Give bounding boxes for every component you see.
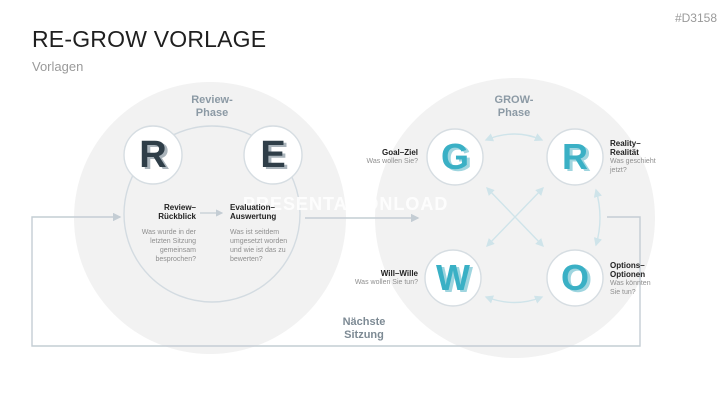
reality-desc-line: Was geschieht: [610, 158, 656, 165]
grow-phase-label-line1: GROW-: [494, 94, 534, 106]
review-phase-label: Review- Phase: [180, 94, 244, 120]
next-session-label: Nächste Sitzung: [322, 316, 406, 342]
evaluation-title-line2: Auswertung: [230, 212, 277, 221]
letter-circle-r-reality: R R: [546, 128, 604, 186]
will-label: Will–Wille Was wollen Sie tun?: [320, 269, 418, 287]
options-desc-line: Was könnten: [610, 280, 651, 287]
evaluation-desc-line: bewerten?: [230, 256, 263, 263]
goal-title: Goal–Ziel: [381, 148, 418, 157]
svg-text:W: W: [436, 257, 470, 298]
review-desc-line: gemeinsam: [159, 247, 196, 254]
watermark-text: PRESENTATIONLOAD: [243, 194, 449, 214]
svg-text:G: G: [444, 138, 472, 179]
options-will-arrow: [484, 295, 544, 304]
evaluation-title-line1: Evaluation–: [230, 203, 275, 212]
next-session-loop-line: [31, 212, 641, 347]
review-description: Was wurde in der letzten Sitzung gemeins…: [120, 228, 196, 264]
review-phase-label-line1: Review-: [191, 94, 233, 106]
review-cycle-ring: [123, 125, 301, 303]
grow-phase-label: GROW- Phase: [482, 94, 546, 120]
review-desc-line: Was wurde in der: [141, 229, 196, 236]
evaluation-title: Evaluation– Auswertung: [230, 203, 310, 221]
review-phase-label-line2: Phase: [195, 107, 229, 119]
reality-will-diagonal-arrow: [486, 186, 544, 248]
svg-text:W: W: [439, 259, 473, 300]
next-session-line2: Sitzung: [344, 329, 384, 341]
will-desc-line: Was wollen Sie tun?: [354, 279, 418, 286]
evaluation-desc-line: und wie ist das zu: [230, 247, 286, 254]
svg-text:G: G: [441, 136, 469, 177]
letter-circle-o-options: O O: [546, 249, 604, 307]
svg-text:R: R: [139, 134, 166, 176]
svg-text:E: E: [260, 134, 285, 176]
review-title-line1: Review–: [163, 203, 196, 212]
grow-phase-label-line2: Phase: [497, 107, 531, 119]
reality-title-line2: Realität: [610, 148, 639, 157]
options-title-line1: Options–: [610, 261, 645, 270]
letter-circle-r-review: R R: [123, 125, 183, 185]
next-session-line1: Nächste: [342, 316, 386, 328]
reality-options-arrow: [593, 188, 603, 247]
svg-text:E: E: [263, 136, 288, 178]
svg-text:R: R: [562, 136, 588, 177]
letter-circle-w-will: W W: [424, 249, 482, 307]
goal-reality-arrow: [484, 133, 544, 142]
goal-desc-line: Was wollen Sie?: [366, 158, 419, 165]
svg-text:R: R: [565, 138, 591, 179]
letter-circle-g-goal: G G: [426, 128, 484, 186]
options-label: Options– Optionen Was könnten Sie tun?: [610, 261, 690, 297]
letter-circle-e-evaluation: E E: [243, 125, 303, 185]
svg-text:O: O: [561, 257, 589, 298]
options-title-line2: Optionen: [610, 270, 646, 279]
review-desc-line: letzten Sitzung: [150, 238, 196, 245]
reality-title-line1: Reality–: [610, 139, 641, 148]
evaluation-desc-line: Was ist seitdem: [230, 229, 280, 236]
svg-text:O: O: [564, 259, 592, 300]
review-title: Review– Rückblick: [120, 203, 196, 221]
goal-label: Goal–Ziel Was wollen Sie?: [330, 148, 419, 166]
reality-label: Reality– Realität Was geschieht jetzt?: [610, 139, 690, 175]
options-desc-line: Sie tun?: [610, 289, 636, 296]
page-title: RE-GROW VORLAGE: [32, 26, 267, 52]
review-desc-line: besprochen?: [155, 256, 196, 263]
evaluation-description: Was ist seitdem umgesetzt worden und wie…: [230, 228, 310, 264]
review-title-line2: Rückblick: [158, 212, 196, 221]
reality-desc-line: jetzt?: [610, 167, 627, 174]
page-subtitle: Vorlagen: [32, 59, 84, 74]
document-id: #D3158: [674, 11, 717, 25]
svg-text:R: R: [142, 136, 169, 178]
will-title: Will–Wille: [380, 269, 418, 278]
evaluation-desc-line: umgesetzt worden: [230, 238, 288, 245]
